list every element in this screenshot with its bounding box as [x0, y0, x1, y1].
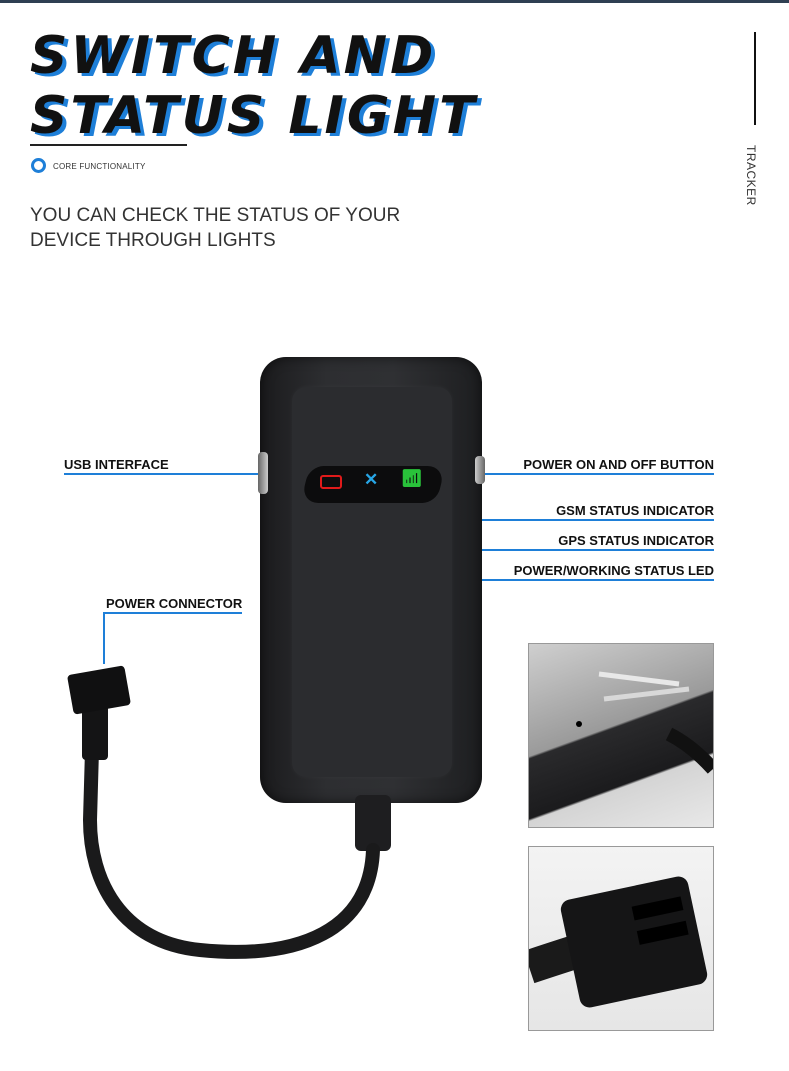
usb-port: [258, 452, 268, 494]
connector-closeup-photo: [528, 846, 714, 1031]
tracker-device: [260, 357, 482, 803]
power-button: [475, 456, 485, 484]
closeup-stripe: [603, 686, 690, 702]
gsm-indicator-label: GSM STATUS INDICATOR: [556, 503, 714, 518]
cable-strain-relief: [355, 795, 391, 851]
battery-icon: [320, 475, 342, 489]
power-connector-plug: [67, 665, 131, 715]
device-closeup-art: [576, 671, 713, 774]
side-divider: [754, 32, 756, 125]
device-closeup-photo: [528, 643, 714, 828]
core-functionality-label: CORE FUNCTIONALITY: [53, 162, 146, 171]
closeup-cable: [665, 727, 713, 774]
device-face: [292, 387, 452, 777]
subtitle: YOU CAN CHECK THE STATUS OF YOUR DEVICE …: [30, 205, 401, 251]
connector-leader: [103, 612, 242, 664]
power-led-label: POWER/WORKING STATUS LED: [513, 563, 714, 578]
closeup-connector: [560, 876, 708, 1008]
side-label: TRACKER: [744, 145, 758, 206]
closeup-slot: [636, 920, 689, 945]
power-button-label: POWER ON AND OFF BUTTON: [523, 457, 714, 472]
page-title-line-2: STATUS LIGHT: [30, 86, 478, 146]
closeup-slot: [631, 896, 684, 921]
circle-bullet-icon: [31, 158, 46, 173]
page-title-line-1: SWITCH AND: [30, 26, 437, 86]
cable: [82, 743, 380, 959]
top-border: [0, 0, 789, 3]
connector-body: [82, 704, 108, 760]
satellite-icon: ✕: [364, 470, 379, 489]
power-connector-label: POWER CONNECTOR: [106, 596, 243, 611]
title-divider: [30, 144, 187, 146]
signal-antenna-icon: 📶︎: [401, 469, 423, 488]
connector-closeup-art: [529, 876, 708, 1008]
closeup-hole: [576, 721, 582, 727]
usb-interface-label: USB INTERFACE: [64, 457, 169, 472]
closeup-stripe: [598, 671, 680, 687]
gps-indicator-label: GPS STATUS INDICATOR: [558, 533, 714, 548]
